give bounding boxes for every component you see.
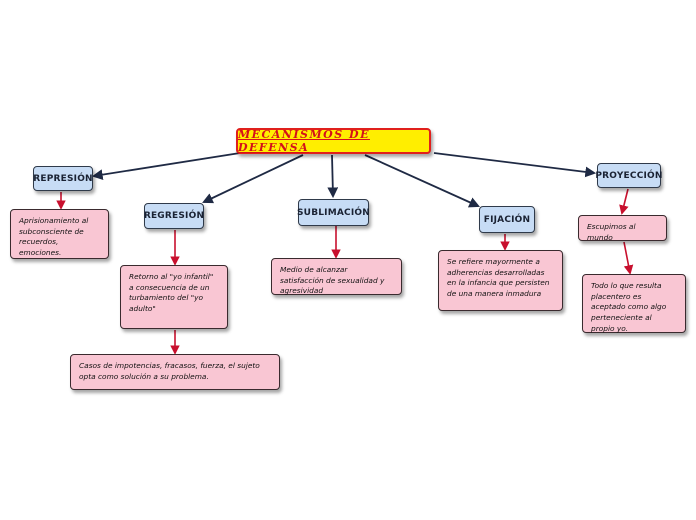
concept-fijacion[interactable]: FIJACIÓN <box>479 206 535 233</box>
desc-regresion-2[interactable]: Casos de impotencias, fracasos, fuerza, … <box>70 354 280 390</box>
concept-proyeccion[interactable]: PROYECCIÓN <box>595 163 662 188</box>
desc-regresion-1[interactable]: Retorno al "yo infantil" a consecuencia … <box>120 265 228 329</box>
concept-regresion[interactable]: REGRESIÓN <box>144 203 204 229</box>
link-title-fijacion <box>364 154 480 208</box>
link-title-sublimacion <box>327 154 339 199</box>
link-proyeccion-desc2 <box>623 241 634 275</box>
desc-proyeccion-2[interactable]: Todo lo que resulta placentero es acepta… <box>582 274 686 333</box>
link-proyeccion-desc1 <box>619 188 629 215</box>
link-title-regresion <box>202 154 304 204</box>
concept-represion[interactable]: REPRESIÓN <box>33 166 93 191</box>
concept-sublimacion[interactable]: SUBLIMACIÓN <box>297 199 370 226</box>
main-topic[interactable]: MECANISMOS DE DEFENSA <box>236 128 431 154</box>
desc-represion[interactable]: Aprisionamiento al subconsciente de recu… <box>10 209 109 259</box>
link-title-represion <box>91 152 241 180</box>
link-title-proyeccion <box>433 152 597 178</box>
desc-fijacion[interactable]: Se refiere mayormente a adherencias desa… <box>438 250 563 311</box>
desc-proyeccion-1[interactable]: Escupimos al mundo <box>578 215 667 242</box>
desc-sublimacion[interactable]: Medio de alcanzar satisfacción de sexual… <box>271 258 402 295</box>
